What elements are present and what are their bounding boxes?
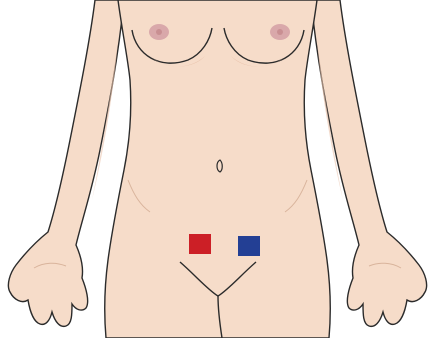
right-lower-quadrant-marker [238,236,260,256]
left-lower-quadrant-marker [189,234,211,254]
right-nipple [277,29,283,35]
left-nipple [156,29,162,35]
